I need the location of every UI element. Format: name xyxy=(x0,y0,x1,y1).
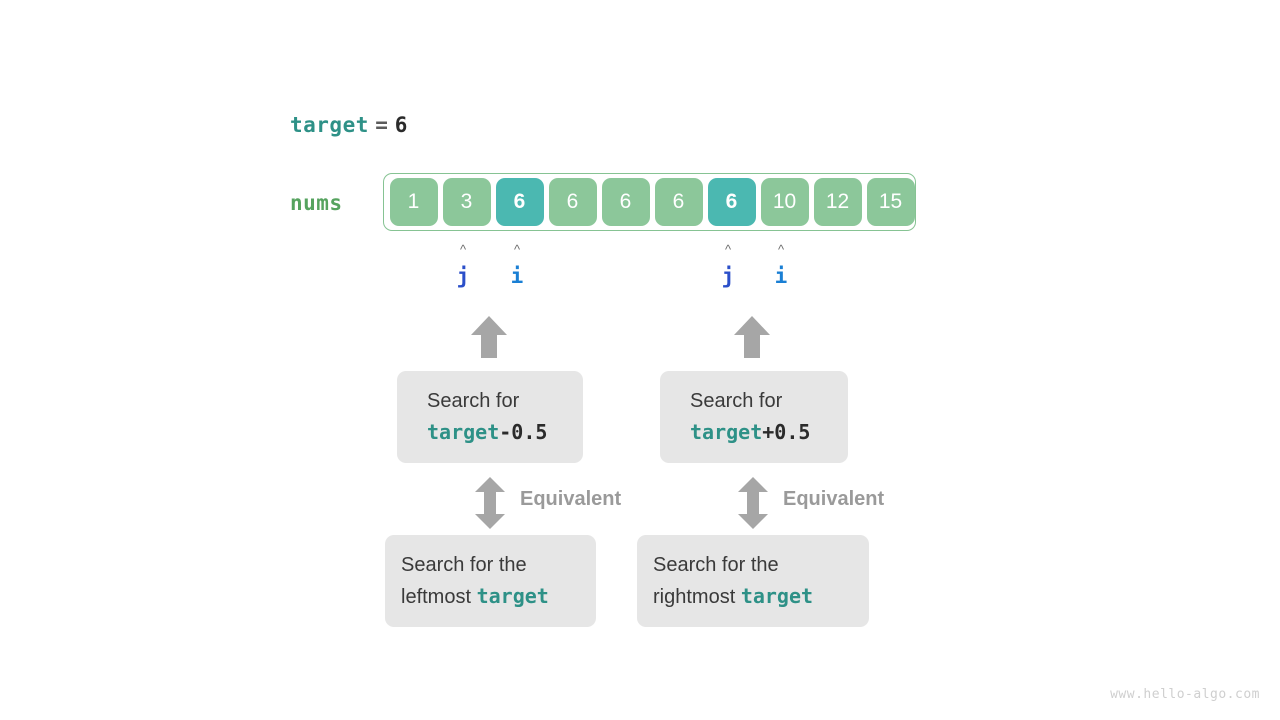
caret-icon: ^ xyxy=(459,242,467,257)
array-cell: 3 xyxy=(442,178,491,226)
box-line-2: target+0.5 xyxy=(690,417,818,449)
caret-icon: ^ xyxy=(724,242,732,257)
array-cell: 6 xyxy=(654,178,703,226)
array-cell: 6 xyxy=(495,178,544,226)
array-cell: 15 xyxy=(866,178,915,226)
box-search-leftmost: Search for the leftmost target xyxy=(385,535,596,627)
array-cell: 6 xyxy=(601,178,650,226)
equals-sign: = xyxy=(375,113,389,137)
offset-value: +0.5 xyxy=(762,419,811,444)
box-line-1: Search for the xyxy=(653,553,779,576)
array-cell: 1 xyxy=(389,178,438,226)
box-line-1: Search for the xyxy=(401,553,527,576)
pointer-left-i: ^ i xyxy=(502,243,532,289)
box-line-2: leftmost target xyxy=(401,581,580,613)
array-cell: 10 xyxy=(760,178,809,226)
caret-icon: ^ xyxy=(513,242,521,257)
offset-value: -0.5 xyxy=(499,419,548,444)
box-line-2-text: rightmost xyxy=(653,585,741,608)
target-value: 6 xyxy=(394,113,408,137)
box-line-1: Search for xyxy=(427,389,520,412)
target-keyword: target xyxy=(290,113,369,137)
pointer-label: i xyxy=(510,264,524,288)
caret-icon: ^ xyxy=(777,242,785,257)
watermark: www.hello-algo.com xyxy=(1110,687,1260,702)
box-search-target-plus: Search for target+0.5 xyxy=(660,371,848,463)
box-search-target-minus: Search for target-0.5 xyxy=(397,371,583,463)
pointer-right-j: ^ j xyxy=(713,243,743,289)
equivalent-label-right: Equivalent xyxy=(783,488,885,510)
target-keyword: target xyxy=(476,583,549,608)
double-arrow-left-icon xyxy=(475,477,505,529)
nums-label: nums xyxy=(290,191,343,215)
target-keyword: target xyxy=(427,419,500,444)
pointer-label: i xyxy=(774,264,788,288)
up-arrow-right-icon xyxy=(734,316,770,358)
array-cell: 6 xyxy=(707,178,756,226)
target-declaration: target = 6 xyxy=(290,113,408,138)
pointer-left-j: ^ j xyxy=(448,243,478,289)
target-keyword: target xyxy=(740,583,814,608)
double-arrow-right-icon xyxy=(738,477,768,529)
pointer-label: j xyxy=(456,264,470,288)
equivalent-label-left: Equivalent xyxy=(520,488,622,510)
box-line-2-text: leftmost xyxy=(401,585,477,608)
pointer-label: j xyxy=(721,264,735,288)
target-keyword: target xyxy=(690,419,763,444)
box-search-rightmost: Search for the rightmost target xyxy=(637,535,869,627)
box-line-1: Search for xyxy=(690,389,783,412)
array-cell: 12 xyxy=(813,178,862,226)
array-cell: 6 xyxy=(548,178,597,226)
up-arrow-left-icon xyxy=(471,316,507,358)
pointer-right-i: ^ i xyxy=(766,243,796,289)
box-line-2: rightmost target xyxy=(653,581,853,613)
box-line-2: target-0.5 xyxy=(427,417,553,449)
